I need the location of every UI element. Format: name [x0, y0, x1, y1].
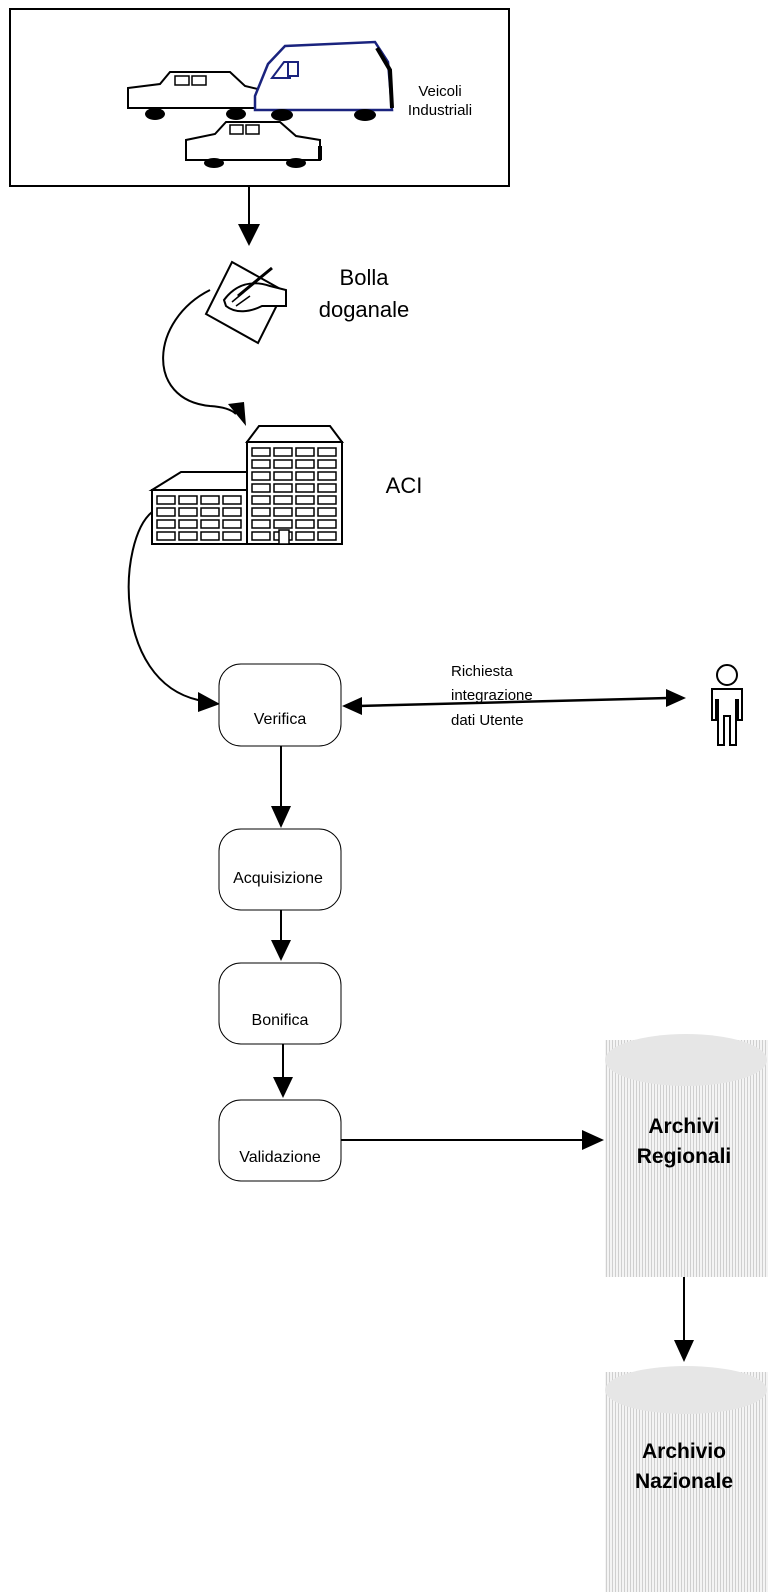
arrow-verifica-to-acquisizione: [271, 746, 291, 828]
regional-archive-line2: Regionali: [637, 1145, 732, 1168]
user-request-line3: dati Utente: [451, 712, 524, 729]
vehicles-label-line1: Veicoli: [418, 83, 461, 100]
window-pane: [295, 495, 315, 505]
step-validazione-label: Validazione: [239, 1149, 321, 1166]
window-pane: [295, 519, 315, 529]
window-pane: [295, 459, 315, 469]
window-pane: [317, 507, 337, 517]
window-pane: [222, 495, 242, 505]
window-pane: [317, 495, 337, 505]
van-icon: [253, 40, 394, 121]
window-pane: [295, 483, 315, 493]
window-pane: [295, 531, 315, 541]
window-pane: [317, 531, 337, 541]
window-pane: [273, 471, 293, 481]
window-pane: [156, 519, 176, 529]
regional-archive-line1: Archivi: [648, 1115, 719, 1138]
window-pane: [251, 447, 271, 457]
window-pane: [273, 519, 293, 529]
arrow-bonifica-to-validazione: [273, 1044, 293, 1098]
window-pane: [251, 459, 271, 469]
user-request-line2: integrazione: [451, 687, 533, 704]
window-pane: [317, 519, 337, 529]
window-pane: [317, 447, 337, 457]
customs-label-line2: doganale: [319, 297, 410, 322]
step-bonifica: Bonifica: [218, 962, 342, 1045]
window-pane: [317, 483, 337, 493]
aci-building-icon: [148, 425, 344, 545]
step-acquisizione: Acquisizione: [218, 828, 342, 911]
window-pane: [222, 519, 242, 529]
window-pane: [222, 507, 242, 517]
window-pane: [200, 507, 220, 517]
car-icon: [127, 71, 263, 120]
arrow-customs-to-aci: [162, 289, 246, 426]
step-bonifica-label: Bonifica: [252, 1012, 309, 1029]
window-pane: [317, 471, 337, 481]
window-pane: [273, 495, 293, 505]
regional-archive-cylinder: Archivi Regionali: [605, 1034, 768, 1277]
step-acquisizione-label: Acquisizione: [233, 870, 323, 887]
window-pane: [251, 483, 271, 493]
national-archive-cylinder: Archivio Nazionale: [605, 1366, 768, 1592]
step-verifica: Verifica: [218, 663, 342, 747]
window-pane: [200, 495, 220, 505]
window-pane: [156, 495, 176, 505]
window-pane: [295, 471, 315, 481]
window-pane: [295, 447, 315, 457]
step-validazione: Validazione: [218, 1099, 342, 1182]
window-pane: [251, 519, 271, 529]
user-icon: [711, 664, 743, 746]
vehicles-label-line2: Industriali: [408, 102, 472, 119]
aci-label: ACI: [386, 473, 423, 498]
window-pane: [251, 495, 271, 505]
customs-document-icon: [204, 260, 287, 345]
national-archive-line2: Nazionale: [635, 1470, 733, 1493]
window-pane: [251, 531, 271, 541]
car-icon: [185, 121, 322, 168]
window-pane: [222, 531, 242, 541]
arrow-validazione-to-regional: [341, 1130, 604, 1150]
window-pane: [178, 531, 198, 541]
window-pane: [273, 483, 293, 493]
arrow-regional-to-national: [674, 1277, 694, 1362]
step-verifica-label: Verifica: [254, 711, 307, 728]
window-pane: [178, 519, 198, 529]
window-pane: [295, 507, 315, 517]
arrow-vehicles-to-customs: [238, 186, 260, 246]
customs-label-line1: Bolla: [340, 265, 390, 290]
window-pane: [251, 507, 271, 517]
window-pane: [156, 507, 176, 517]
arrow-aci-to-verifica: [127, 511, 220, 712]
window-pane: [178, 495, 198, 505]
national-archive-line1: Archivio: [642, 1440, 726, 1463]
window-pane: [317, 459, 337, 469]
window-pane: [156, 531, 176, 541]
window-pane: [273, 447, 293, 457]
window-pane: [200, 531, 220, 541]
vehicles-box: Veicoli Industriali: [9, 8, 510, 187]
window-pane: [273, 459, 293, 469]
user-request-line1: Richiesta: [451, 663, 513, 680]
window-pane: [251, 471, 271, 481]
arrow-acquisizione-to-bonifica: [271, 910, 291, 961]
window-pane: [200, 519, 220, 529]
arrow-verifica-user: [342, 689, 686, 715]
window-pane: [178, 507, 198, 517]
window-pane: [273, 507, 293, 517]
